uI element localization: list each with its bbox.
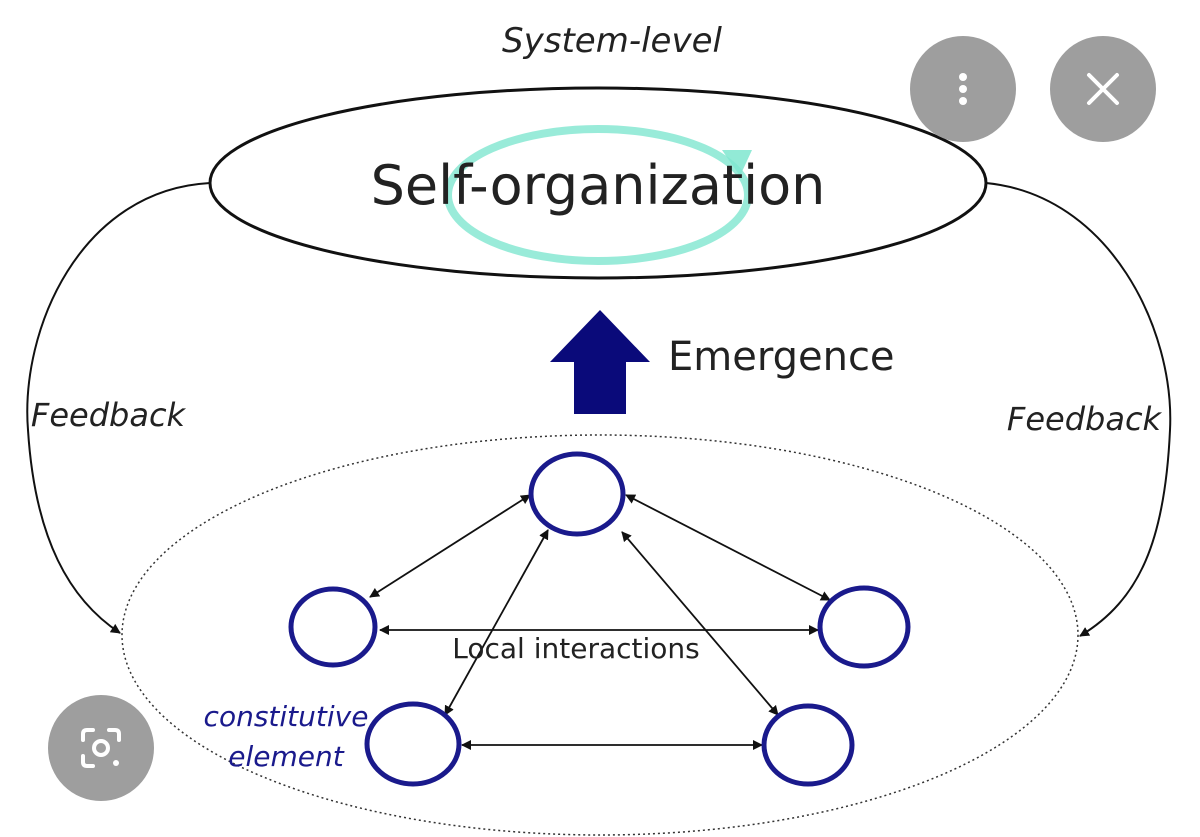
system-level-label: System-level [502, 21, 722, 61]
more-options-button[interactable] [910, 36, 1016, 142]
element-node-left [288, 586, 378, 668]
cycle-arrowhead [722, 150, 752, 176]
cycle-arrow [444, 125, 752, 265]
element-node-bottom-left [364, 701, 462, 787]
constitutive-element-label-line2: element [228, 740, 344, 773]
element-node-right [817, 585, 911, 669]
close-icon [1087, 73, 1119, 105]
close-button[interactable] [1050, 36, 1156, 142]
emergence-label: Emergence [668, 334, 895, 380]
self-organization-label: Self-organization [371, 154, 826, 217]
feedback-right-label: Feedback [1007, 400, 1163, 438]
constitutive-element-label-line1: constitutive [204, 700, 369, 733]
image-search-button[interactable] [48, 695, 154, 801]
local-interactions-label: Local interactions [452, 632, 700, 665]
interaction-arrow [444, 529, 549, 716]
interaction-arrow [369, 494, 531, 598]
feedback-left-label: Feedback [31, 396, 187, 434]
interaction-arrow [621, 531, 779, 716]
element-node-top [528, 451, 626, 537]
element-node-bottom-right [761, 703, 855, 787]
feedback-right-curve [985, 182, 1172, 637]
more-vert-icon [959, 73, 967, 105]
image-search-icon [81, 728, 121, 768]
emergence-arrow [550, 310, 650, 414]
feedback-left-curve [26, 182, 211, 634]
interaction-arrow [625, 494, 831, 601]
local-level-ellipse [121, 434, 1079, 836]
